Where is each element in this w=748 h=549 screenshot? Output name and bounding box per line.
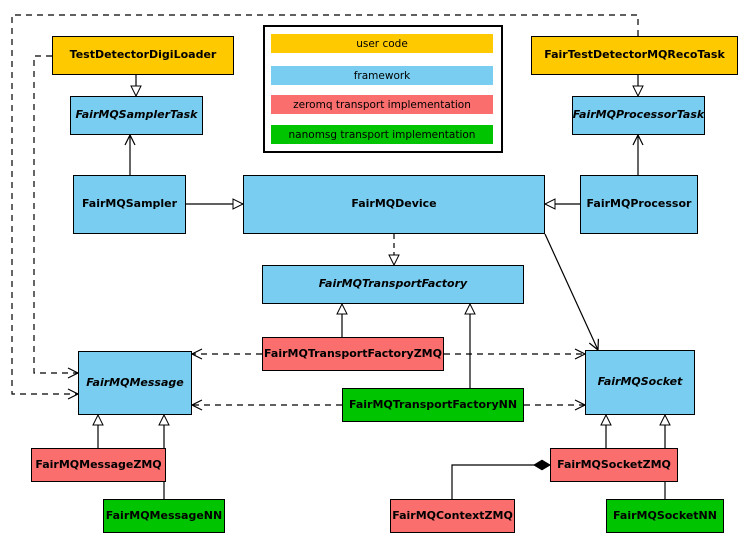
class-node-fairmqcontextzmq[interactable]: FairMQContextZMQ: [390, 499, 515, 533]
class-node-fairmqsocketnn[interactable]: FairMQSocketNN: [606, 499, 724, 533]
class-label: FairMQSampler: [81, 197, 178, 211]
class-node-fairmqtransportfactoryzmq[interactable]: FairMQTransportFactoryZMQ: [262, 337, 444, 371]
class-node-fairmqsocketzmq[interactable]: FairMQSocketZMQ: [550, 448, 678, 482]
class-node-fairtestdetectormqrecotask[interactable]: FairTestDetectorMQRecoTask: [531, 36, 738, 75]
class-label: FairMQMessageNN: [105, 508, 223, 522]
class-label: FairMQProcessorTask: [572, 108, 705, 122]
class-label: FairMQSocket: [597, 375, 683, 389]
class-node-fairmqmessagenn[interactable]: FairMQMessageNN: [103, 499, 225, 533]
class-label: FairMQSamplerTask: [75, 108, 198, 122]
class-label: FairMQTransportFactoryZMQ: [264, 346, 442, 360]
class-node-fairmqmessage[interactable]: FairMQMessage: [78, 351, 192, 415]
class-label: FairMQProcessor: [586, 197, 692, 211]
legend-item-nanomsg: nanomsg transport implementation: [271, 125, 493, 144]
class-label: FairMQSocketNN: [613, 508, 717, 522]
class-label: FairMQTransportFactoryNN: [348, 397, 518, 411]
legend-item-framework: framework: [271, 66, 493, 85]
class-node-fairmqsampler[interactable]: FairMQSampler: [73, 175, 186, 234]
legend-item-user-code: user code: [271, 34, 493, 53]
legend-item-zeromq: zeromq transport implementation: [271, 95, 493, 114]
edge-device-socket: [544, 233, 599, 352]
legend-label-user-code: user code: [356, 37, 408, 50]
class-node-fairmqsamplertask[interactable]: FairMQSamplerTask: [70, 96, 203, 135]
legend-label-nanomsg: nanomsg transport implementation: [288, 128, 476, 141]
class-node-fairmqdevice[interactable]: FairMQDevice: [243, 175, 545, 234]
class-label: FairMQMessage: [86, 375, 184, 389]
class-label: FairMQTransportFactory: [318, 277, 468, 291]
edge-contextzmq-socketzmq: [451, 459, 551, 499]
class-node-testdetectordigiloader[interactable]: TestDetectorDigiLoader: [52, 36, 234, 75]
class-label: FairMQDevice: [351, 197, 437, 211]
class-node-fairmqmessagezmq[interactable]: FairMQMessageZMQ: [31, 448, 166, 482]
class-node-fairmqprocessortask[interactable]: FairMQProcessorTask: [572, 96, 705, 135]
class-label: FairMQSocketZMQ: [557, 457, 671, 471]
class-label: TestDetectorDigiLoader: [69, 48, 217, 62]
legend-label-framework: framework: [353, 69, 411, 82]
class-label: FairMQMessageZMQ: [35, 457, 162, 471]
class-node-fairmqsocket[interactable]: FairMQSocket: [585, 350, 695, 415]
class-node-fairmqprocessor[interactable]: FairMQProcessor: [580, 175, 698, 234]
class-node-fairmqtransportfactory[interactable]: FairMQTransportFactory: [262, 265, 524, 304]
legend-label-zeromq: zeromq transport implementation: [293, 98, 471, 111]
class-node-fairmqtransportfactorynn[interactable]: FairMQTransportFactoryNN: [342, 388, 524, 422]
class-label: FairTestDetectorMQRecoTask: [544, 48, 725, 62]
class-label: FairMQContextZMQ: [392, 508, 513, 522]
